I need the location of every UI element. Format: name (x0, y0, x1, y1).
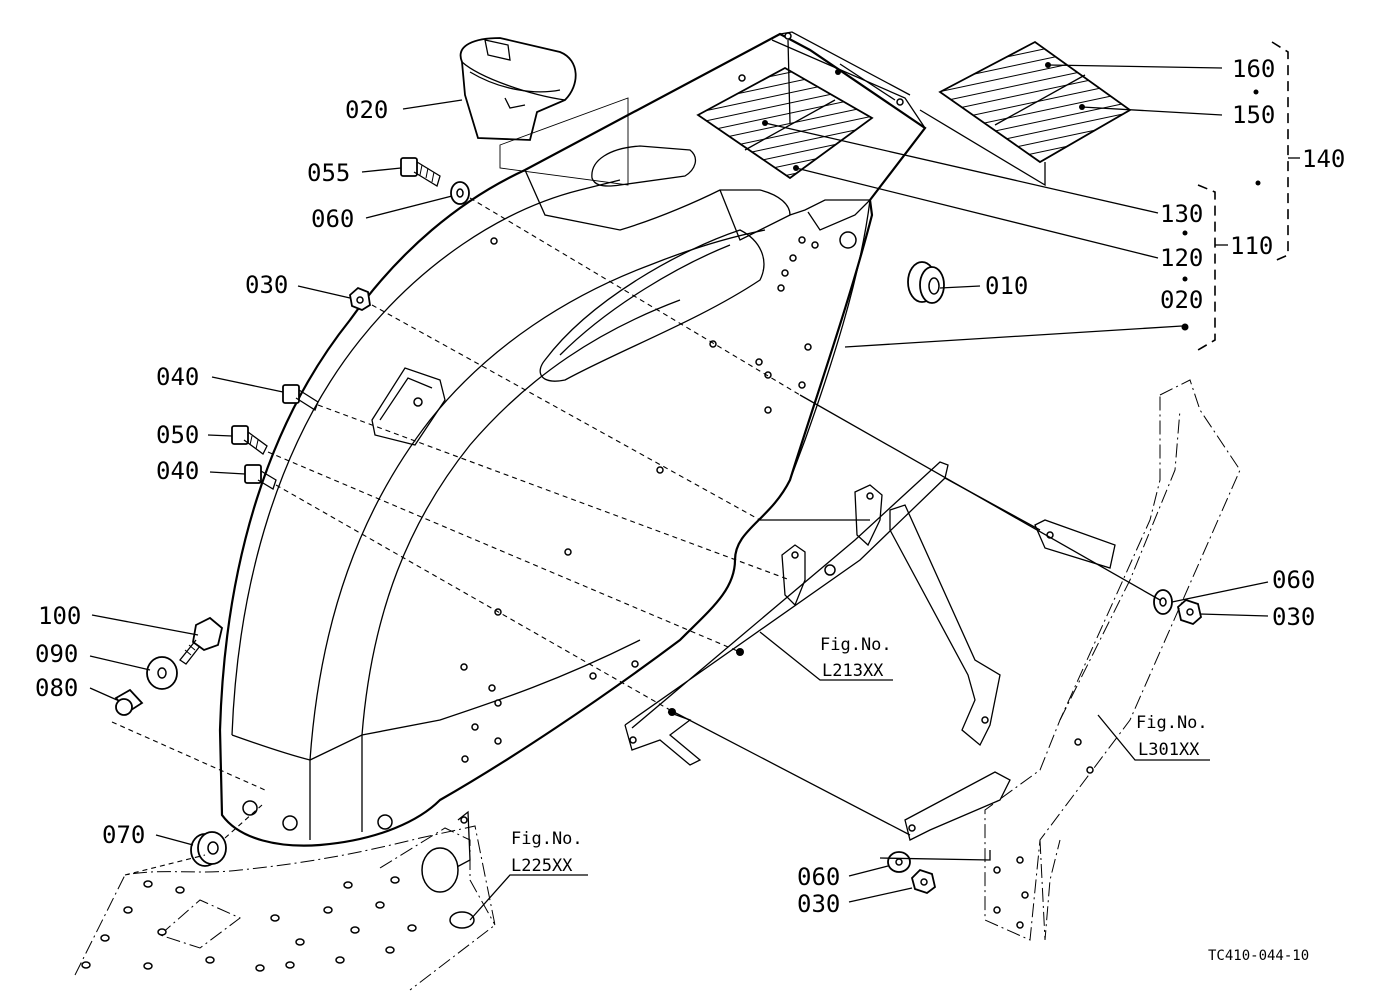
label-030: 030 (245, 271, 288, 299)
bolt-040a (282, 384, 319, 411)
cup-holder-part (459, 37, 629, 186)
label-160: 160 (1232, 55, 1275, 83)
figure-references: Fig.No. L213XX Fig.No. L301XX Fig.No. L2… (511, 635, 1208, 876)
fig-ref-prefix-1: Fig.No. (820, 635, 892, 655)
grommet-070 (190, 831, 227, 867)
seat-pad-part (919, 40, 1132, 187)
washer-nut-right (1153, 589, 1202, 626)
label-040: 040 (156, 363, 199, 391)
collar-080 (114, 688, 144, 716)
label-030-right: 030 (1272, 603, 1315, 631)
drawing-code: TC410-044-10 (1208, 948, 1309, 964)
label-030-bottom: 030 (797, 890, 840, 918)
label-040-lower: 040 (156, 457, 199, 485)
label-020: 020 (345, 96, 388, 124)
fig-ref-3: L225XX (511, 856, 573, 876)
bolt-100 (179, 616, 224, 665)
label-090: 090 (35, 640, 78, 668)
assembly-lines (111, 197, 1161, 876)
frame-reference (984, 379, 1241, 941)
fig-ref-prefix-3: Fig.No. (511, 829, 583, 849)
floor-plate-reference (74, 810, 496, 991)
nut-030a (349, 286, 371, 312)
fender-body (218, 31, 927, 847)
label-060-right: 060 (1272, 566, 1315, 594)
bolt-050 (231, 425, 268, 455)
label-120: 120 (1160, 244, 1203, 272)
label-055: 055 (307, 159, 350, 187)
label-100: 100 (38, 602, 81, 630)
washer-090 (146, 656, 178, 690)
label-140: 140 (1302, 145, 1345, 173)
label-130: 130 (1160, 200, 1203, 228)
label-010: 010 (985, 272, 1028, 300)
label-080: 080 (35, 674, 78, 702)
label-060-bottom: 060 (797, 863, 840, 891)
label-150: 150 (1232, 101, 1275, 129)
fender-holes (242, 74, 857, 831)
fig-ref-2: L301XX (1138, 740, 1200, 760)
mounting-brackets (624, 461, 1116, 861)
bolt-055 (400, 157, 441, 187)
label-060: 060 (311, 205, 354, 233)
washer-nut-bottom (887, 851, 937, 895)
washer-060a (450, 181, 470, 205)
fig-ref-1: L213XX (822, 661, 884, 681)
label-070: 070 (102, 821, 145, 849)
floor-plate-holes (81, 876, 417, 972)
label-110: 110 (1230, 232, 1273, 260)
label-020-group: 020 (1160, 286, 1203, 314)
part-labels: 020 055 060 030 040 050 040 100 090 080 … (35, 55, 1345, 918)
leader-lines (89, 39, 1269, 921)
fig-ref-prefix-2: Fig.No. (1136, 713, 1208, 733)
grommet-010 (907, 261, 945, 304)
label-050: 050 (156, 421, 199, 449)
group-brackets (1197, 41, 1300, 351)
